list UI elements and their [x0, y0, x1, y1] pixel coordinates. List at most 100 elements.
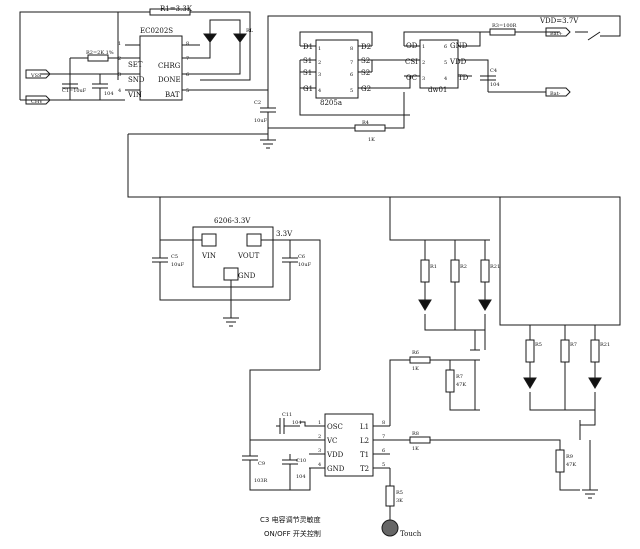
- svg-text:C10: C10: [296, 458, 306, 464]
- svg-text:S1: S1: [303, 57, 312, 65]
- r3-resistor: [489, 28, 516, 36]
- svg-text:OD: OD: [406, 42, 418, 50]
- svg-text:R7: R7: [570, 342, 577, 348]
- ldo-chip: [192, 226, 274, 288]
- svg-text:R1: R1: [430, 264, 437, 270]
- svg-text:VOUT: VOUT: [237, 252, 260, 260]
- svg-text:10uF: 10uF: [254, 118, 268, 124]
- r1-resistor: [149, 8, 191, 16]
- r7-resistor: [480, 259, 490, 283]
- protect-name: dw01: [428, 86, 447, 94]
- svg-text:104: 104: [296, 474, 306, 480]
- svg-text:VIN: VIN: [201, 252, 216, 260]
- svg-text:7: 7: [186, 56, 189, 62]
- led-6: [588, 377, 602, 389]
- svg-text:VDD: VDD: [449, 58, 467, 66]
- svg-text:R5: R5: [535, 342, 542, 348]
- r5b-resistor: [385, 485, 395, 507]
- svg-text:G1: G1: [303, 85, 313, 93]
- bat-pos-label: Bat+: [550, 31, 563, 37]
- svg-text:C9: C9: [258, 461, 265, 467]
- svg-text:4: 4: [444, 76, 447, 82]
- svg-text:T1: T1: [360, 451, 369, 459]
- svg-text:10uF: 10uF: [298, 262, 312, 268]
- svg-text:L2: L2: [360, 437, 369, 445]
- svg-text:47K: 47K: [456, 382, 466, 388]
- touch-label: Touch: [400, 530, 422, 538]
- svg-text:7: 7: [382, 434, 385, 440]
- r2-resistor: [87, 54, 109, 62]
- r1-label: R1=3.3K: [160, 5, 193, 13]
- svg-text:S1: S1: [303, 69, 312, 77]
- note-sensitivity: C3 电容调节灵敏度: [260, 515, 321, 524]
- svg-text:104: 104: [104, 91, 114, 97]
- svg-text:R4: R4: [362, 120, 369, 126]
- svg-text:2: 2: [118, 56, 121, 62]
- svg-text:GND: GND: [450, 42, 468, 50]
- svg-text:104: 104: [292, 420, 302, 426]
- svg-text:10uF: 10uF: [171, 262, 185, 268]
- svg-text:VC: VC: [326, 437, 337, 445]
- svg-text:VDD: VDD: [326, 451, 344, 459]
- led-1: [203, 33, 217, 43]
- svg-text:C5: C5: [171, 254, 178, 260]
- svg-text:8: 8: [350, 46, 353, 52]
- svg-text:5: 5: [444, 60, 447, 66]
- svg-text:3K: 3K: [396, 498, 403, 504]
- svg-text:DONE: DONE: [158, 76, 181, 84]
- r8-resistor: [409, 436, 431, 444]
- svg-text:104: 104: [490, 82, 500, 88]
- svg-text:T2: T2: [360, 465, 369, 473]
- vss-tag: [25, 69, 51, 79]
- charger-chip: [139, 35, 183, 101]
- led-3: [418, 299, 432, 311]
- svg-text:R2=2K 1%: R2=2K 1%: [86, 50, 114, 56]
- ldo-vin-pad: [201, 233, 217, 247]
- bat-pos-tag: [545, 27, 571, 37]
- svg-text:8: 8: [186, 41, 189, 47]
- svg-text:5: 5: [350, 88, 353, 94]
- charger-name: EC0202S: [140, 27, 173, 35]
- svg-text:1K: 1K: [412, 366, 419, 372]
- touch-chip: [324, 413, 374, 477]
- note-onoff: ON/OFF 开关控制: [264, 529, 321, 538]
- svg-text:7: 7: [350, 60, 353, 66]
- svg-text:C1=10uF: C1=10uF: [62, 88, 87, 94]
- chv-tag: [25, 95, 51, 105]
- svg-text:C2: C2: [254, 100, 261, 106]
- svg-text:3: 3: [318, 72, 321, 78]
- bat-neg-label: Bat-: [550, 91, 561, 97]
- r5-resistor: [525, 339, 535, 363]
- bat-neg-tag: [545, 87, 571, 97]
- svg-text:2: 2: [422, 60, 425, 66]
- svg-text:5: 5: [186, 88, 189, 94]
- r1b-resistor: [420, 259, 430, 283]
- svg-text:R9: R9: [566, 454, 573, 460]
- ldo-out-label: 3.3V: [276, 230, 293, 238]
- protect-chip: [419, 39, 459, 89]
- r4-resistor: [354, 124, 386, 132]
- svg-text:4: 4: [318, 462, 321, 468]
- svg-text:103R: 103R: [254, 478, 268, 484]
- r7c-resistor: [560, 339, 570, 363]
- svg-text:C4: C4: [490, 68, 497, 74]
- svg-text:2: 2: [318, 60, 321, 66]
- svg-text:S2: S2: [361, 57, 370, 65]
- svg-text:C6: C6: [298, 254, 305, 260]
- svg-text:1K: 1K: [412, 446, 419, 452]
- svg-text:GND: GND: [238, 272, 256, 280]
- svg-text:3: 3: [318, 448, 321, 454]
- vss-label: VSS: [30, 73, 42, 79]
- svg-text:R7: R7: [456, 374, 463, 380]
- svg-text:SND: SND: [128, 76, 145, 84]
- chv-label: CHV: [31, 99, 43, 105]
- led-5: [523, 377, 537, 389]
- svg-text:R3=100R: R3=100R: [492, 23, 517, 29]
- svg-text:1: 1: [422, 44, 425, 50]
- svg-text:RL: RL: [246, 28, 254, 34]
- ldo-vout-pad: [246, 233, 262, 247]
- svg-text:BAT: BAT: [165, 91, 180, 99]
- svg-text:R2: R2: [460, 264, 467, 270]
- svg-text:CHRG: CHRG: [158, 62, 181, 70]
